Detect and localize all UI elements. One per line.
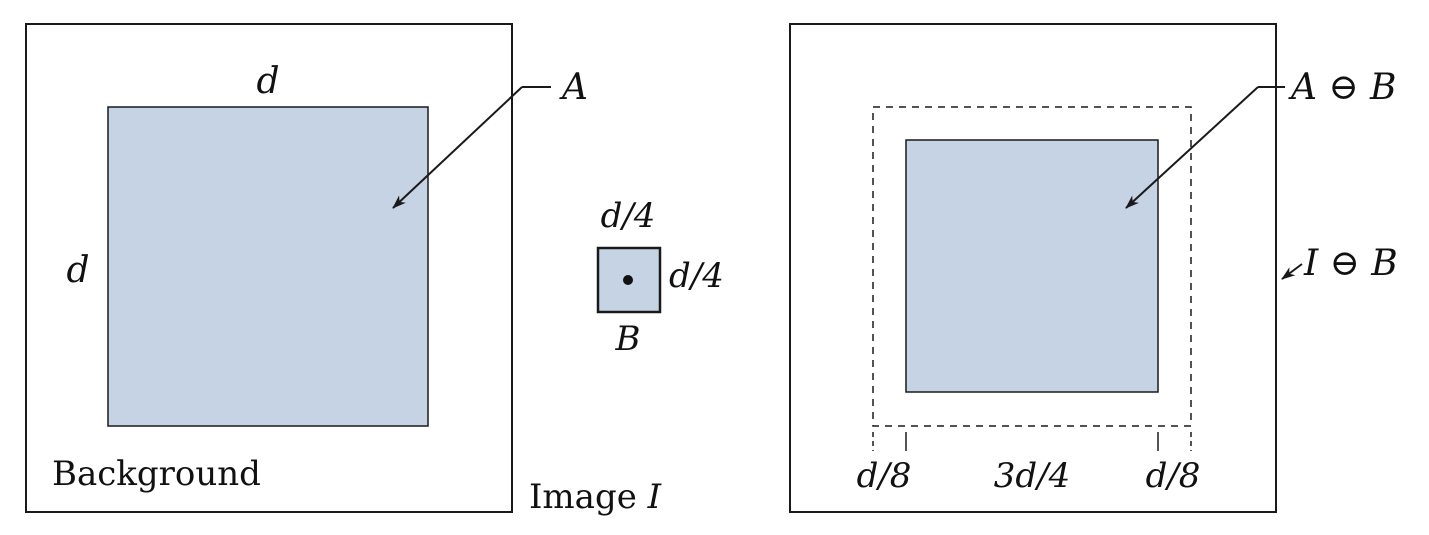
se-side-dimension: d/4	[669, 256, 724, 296]
dim-mid-label: 3d/4	[994, 456, 1070, 496]
set-a-label: A	[559, 67, 588, 108]
dim-left-label: d/8	[857, 456, 912, 496]
set-a-pointer-arrow-shaft	[392, 86, 523, 209]
erosion-label: A ⊖ B	[1288, 67, 1397, 108]
dim-right-label: d/8	[1146, 456, 1201, 496]
se-label: B	[615, 319, 641, 359]
image-erosion-label: I ⊖ B	[1303, 243, 1398, 284]
eroded-image-frame	[789, 23, 1277, 513]
image-i-frame	[25, 23, 513, 513]
erosion-pointer-arrow-shaft	[1125, 86, 1259, 209]
se-top-dimension: d/4	[601, 196, 656, 236]
set-a-region	[107, 106, 429, 427]
original-a-boundary-dashed	[872, 106, 1192, 427]
eroded-set-region	[905, 139, 1159, 393]
set-a-top-dimension: d	[256, 61, 279, 102]
set-a-left-dimension: d	[66, 250, 89, 291]
background-label: Background	[52, 454, 261, 494]
se-origin-dot	[623, 275, 633, 285]
image-i-label: Image I	[529, 477, 662, 517]
image-erosion-pointer-arrow	[1281, 263, 1303, 280]
